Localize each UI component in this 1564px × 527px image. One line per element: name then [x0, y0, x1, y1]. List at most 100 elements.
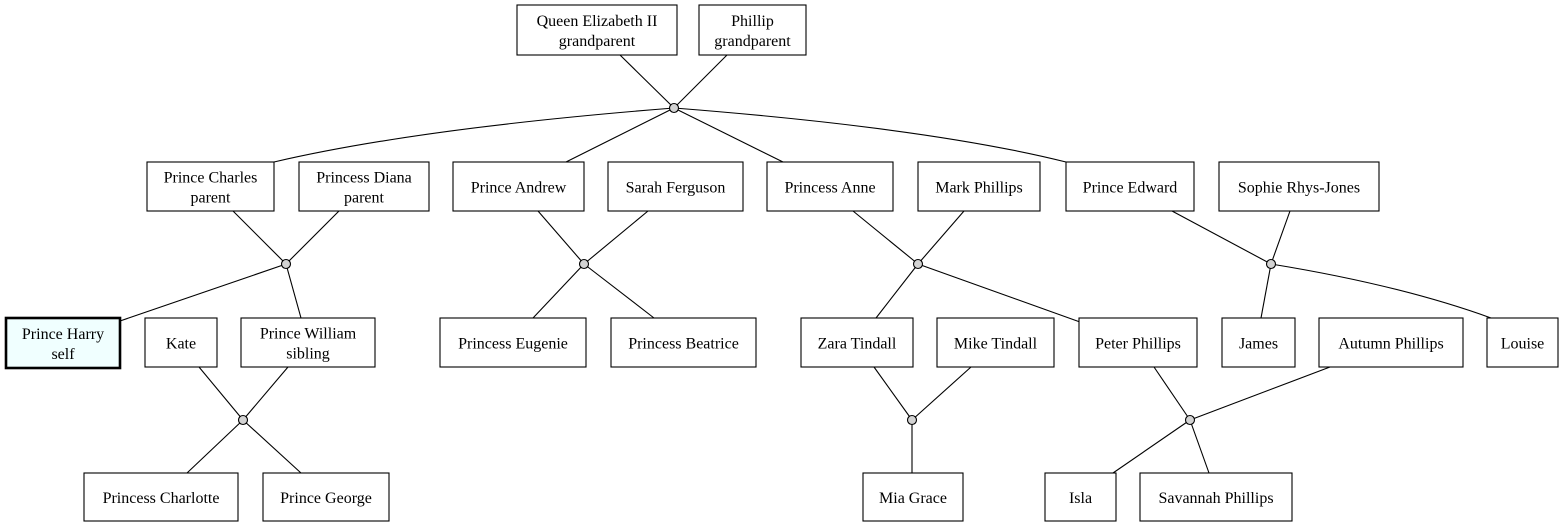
union-node-u2: [280, 258, 292, 270]
person-node-william[interactable]: Prince William sibling: [240, 317, 376, 368]
person-box: [936, 317, 1055, 368]
person-node-mark[interactable]: Mark Phillips: [917, 161, 1041, 212]
person-node-james[interactable]: James: [1221, 317, 1296, 368]
person-name: Prince Edward: [1083, 180, 1178, 197]
person-node-phillip[interactable]: Phillip grandparent: [698, 4, 807, 56]
edge-u3-beatrice: [583, 263, 655, 319]
edge-u1-phillip: [673, 54, 728, 109]
person-node-isla[interactable]: Isla: [1044, 472, 1117, 522]
person-node-beatrice[interactable]: Princess Beatrice: [610, 317, 757, 368]
edge-u4-peter: [917, 263, 1081, 323]
person-box: [1318, 317, 1464, 368]
person-role: grandparent: [559, 33, 636, 50]
edge-u3-eugenie: [532, 263, 585, 319]
person-box: [917, 161, 1041, 212]
edge-u5-sophie: [1270, 210, 1291, 265]
person-role: grandparent: [714, 33, 791, 50]
edge-u6-charlotte: [186, 419, 244, 474]
edge-u1-anne: [673, 107, 784, 163]
person-box: [240, 317, 376, 368]
person-name: Mark Phillips: [935, 180, 1023, 197]
person-box: [1139, 472, 1293, 522]
person-node-zara[interactable]: Zara Tindall: [800, 317, 914, 368]
person-box: [610, 317, 757, 368]
person-name: James: [1239, 336, 1278, 353]
person-name: Louise: [1501, 336, 1545, 353]
person-node-sarah[interactable]: Sarah Ferguson: [607, 161, 744, 212]
edge-u3-sarah: [583, 210, 649, 265]
person-box: [516, 4, 678, 56]
edge-u7-mike: [911, 366, 972, 421]
person-box: [262, 472, 390, 522]
person-role: sibling: [286, 346, 330, 363]
edge-u8-isla: [1112, 419, 1191, 474]
person-box: [452, 161, 585, 212]
person-box: [1065, 161, 1195, 212]
person-name: Sarah Ferguson: [626, 180, 726, 197]
person-box: [698, 4, 807, 56]
person-box: [83, 472, 239, 522]
person-name: Princess Diana: [316, 170, 412, 187]
edge-u1-qe2: [619, 54, 675, 109]
union-node-u1: [668, 102, 680, 114]
edge-u2-harry: [119, 263, 287, 322]
union-node-u3: [578, 258, 590, 270]
person-name: Peter Phillips: [1095, 336, 1181, 353]
union-node-u5: [1265, 258, 1277, 270]
edge-u2-diana: [285, 210, 340, 265]
person-name: Prince Harry: [22, 326, 104, 343]
union-node-u7: [906, 414, 918, 426]
person-box: [1218, 161, 1380, 212]
edge-u5-edward: [1171, 210, 1272, 265]
person-name: Prince Andrew: [471, 180, 567, 197]
edge-u1-edward: [673, 107, 1067, 163]
person-node-mike[interactable]: Mike Tindall: [936, 317, 1055, 368]
person-node-kate[interactable]: Kate: [144, 317, 218, 368]
person-node-peter[interactable]: Peter Phillips: [1078, 317, 1198, 368]
person-name: Queen Elizabeth II: [537, 13, 658, 30]
person-name: Zara Tindall: [818, 336, 897, 353]
edge-u3-andrew: [537, 210, 585, 265]
union-node-u8: [1184, 414, 1196, 426]
person-node-george[interactable]: Prince George: [262, 472, 390, 522]
person-name: Prince George: [280, 490, 372, 507]
person-node-sophie[interactable]: Sophie Rhys-Jones: [1218, 161, 1380, 212]
person-box: [146, 161, 275, 212]
person-node-louise[interactable]: Louise: [1486, 317, 1559, 368]
union-node-u6: [237, 414, 249, 426]
person-name: Princess Beatrice: [628, 336, 739, 353]
edge-u6-william: [242, 366, 289, 421]
edge-u2-william: [285, 263, 302, 319]
edge-u2-charles: [232, 210, 287, 265]
edge-u1-charles: [273, 107, 675, 163]
person-node-savannah[interactable]: Savannah Phillips: [1139, 472, 1293, 522]
person-node-andrew[interactable]: Prince Andrew: [452, 161, 585, 212]
person-node-anne[interactable]: Princess Anne: [766, 161, 894, 212]
person-name: Prince William: [260, 326, 357, 343]
edge-u5-james: [1260, 263, 1272, 319]
person-node-edward[interactable]: Prince Edward: [1065, 161, 1195, 212]
person-node-eugenie[interactable]: Princess Eugenie: [439, 317, 587, 368]
person-box: [439, 317, 587, 368]
person-name: Prince Charles: [164, 170, 258, 187]
person-node-qe2[interactable]: Queen Elizabeth II grandparent: [516, 4, 678, 56]
person-box: [144, 317, 218, 368]
person-box: [800, 317, 914, 368]
edges-layer: [119, 54, 1492, 474]
person-box: [862, 472, 964, 522]
person-node-autumn[interactable]: Autumn Phillips: [1318, 317, 1464, 368]
person-node-mia[interactable]: Mia Grace: [862, 472, 964, 522]
person-box: [1044, 472, 1117, 522]
person-name: Isla: [1069, 490, 1092, 507]
person-box: [1221, 317, 1296, 368]
edge-u7-zara: [873, 366, 913, 421]
person-name: Phillip: [731, 13, 774, 30]
edge-u4-anne: [852, 210, 919, 265]
person-node-charlotte[interactable]: Princess Charlotte: [83, 472, 239, 522]
unions-layer: [237, 102, 1277, 426]
person-box: [4, 316, 122, 370]
